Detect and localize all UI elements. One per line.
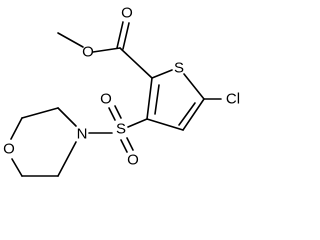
bond-c5-c4-inner — [178, 102, 196, 126]
bond-carbonyl-ring — [119, 47, 153, 79]
atom-ester-oxygen: O — [82, 44, 94, 61]
atom-sulfonyl-oxygen-bottom: O — [127, 152, 139, 169]
atom-sulfonyl-sulfur: S — [116, 121, 126, 138]
bond-sulfonyl-oxygen-top-b — [114, 105, 122, 119]
bond-sulfonyl-oxygen-bottom-b — [126, 137, 134, 151]
bond-c3-c2 — [146, 77, 153, 120]
bond-o-c-bottom-left — [11, 158, 23, 177]
atom-sulfonyl-oxygen-top: O — [100, 91, 112, 108]
bonds — [10, 21, 222, 177]
bond-c2-s1 — [151, 69, 173, 79]
bond-c5-c4 — [182, 98, 205, 131]
bond-c-c-left-top — [21, 107, 59, 119]
bond-c3-c2-inner — [154, 84, 160, 115]
atom-morpholine-oxygen: O — [3, 141, 15, 158]
bond-c3-sulfonyl — [127, 118, 148, 128]
bond-c-o-left — [10, 117, 23, 140]
atom-thiophene-sulfur: S — [174, 60, 184, 77]
bond-carbonyl-double-a — [116, 21, 124, 49]
bond-sulfonyl-oxygen-bottom-a — [120, 139, 128, 153]
atom-labels: O O S Cl S O O N O — [3, 5, 240, 169]
bond-s1-c5 — [183, 73, 205, 100]
bond-ester-oxygen-carbonyl — [92, 47, 121, 53]
molecule-drawing: O O S Cl S O O N O — [3, 5, 240, 177]
atom-chlorine: Cl — [226, 91, 240, 108]
bond-methyl-ester-oxygen — [57, 32, 84, 48]
bond-c-n-bottom — [57, 141, 77, 177]
bond-c4-c3 — [146, 118, 184, 131]
atom-carbonyl-oxygen: O — [121, 5, 133, 22]
bond-carbonyl-double-b — [122, 22, 130, 50]
atom-morpholine-nitrogen: N — [77, 126, 88, 143]
chemical-structure-diagram: O O S Cl S O O N O — [3, 5, 240, 177]
bond-sulfonyl-oxygen-top-a — [108, 107, 116, 121]
bond-n-c-top — [57, 107, 77, 127]
